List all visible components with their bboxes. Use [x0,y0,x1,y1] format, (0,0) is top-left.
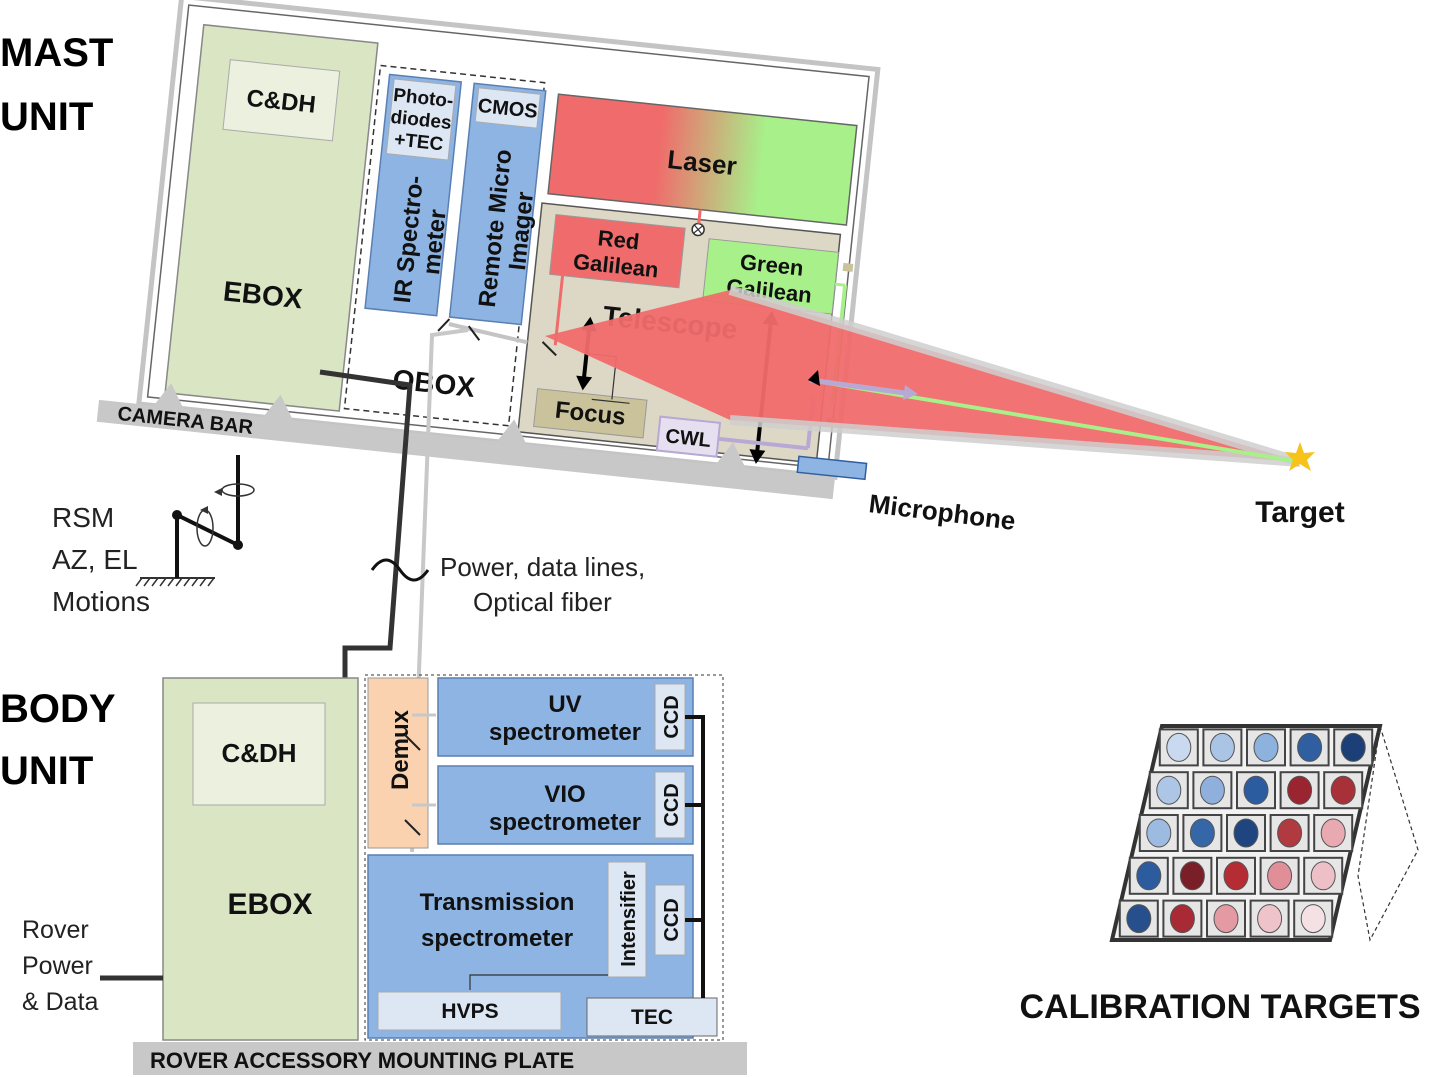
demux-box [367,677,429,849]
focus-box [533,388,648,439]
red-galilean [549,214,686,289]
vio-ccd-label: CCD [661,783,683,826]
calibration-target-disc [1169,904,1195,934]
demux-label: Demux [387,709,414,790]
calibration-target-disc [1253,732,1279,762]
tec-label: TEC [631,1006,673,1029]
cmos-box [474,87,541,129]
calibration-target-disc [1300,904,1326,934]
transmission-ccd-label: CCD [661,898,683,941]
spectrometer-enclosure [364,674,724,1041]
camera-bar [96,399,835,500]
calibration-target-disc [1287,775,1313,805]
vio-spectrometer [437,765,694,845]
calibration-target-disc [1126,904,1152,934]
calibration-target-disc [1136,861,1162,891]
calibration-target-disc [1243,775,1269,805]
rover-label-1: Rover [22,916,89,944]
body-cdh-box [192,702,326,806]
photodiodes-box [385,78,457,161]
calibration-target-disc [1340,732,1366,762]
body-cdh-label: C&DH [221,738,296,768]
remote-micro-imager [448,82,547,326]
target-star-icon [1285,442,1315,471]
mounting-plate-label: ROVER ACCESSORY MOUNTING PLATE [150,1048,574,1073]
vio-label-1: VIO [544,781,585,808]
calibration-target-disc [1320,818,1346,848]
red-galilean-label-1: Red [597,225,641,254]
uv-label-1: UV [548,691,581,718]
microphone-label: Microphone [867,488,1017,536]
rsm-label-2: AZ, EL [52,544,138,575]
laser-label: Laser [666,144,738,181]
mast-unit: C&DH EBOX OBOX Photo- diodes +TEC IR Spe… [96,0,881,500]
uv-ccd-label: CCD [661,695,683,738]
calibration-target-disc [1146,818,1172,848]
cable-label-2: Optical fiber [473,587,612,617]
transmission-label-1: Transmission [420,889,575,916]
intensifier-label: Intensifier [618,871,640,967]
calibration-target-disc [1267,861,1293,891]
calibration-target-disc [1277,818,1303,848]
mounting-plate [133,1042,747,1075]
target-label: Target [1255,496,1344,529]
calibration-target-disc [1233,818,1259,848]
calibration-target-disc [1297,732,1323,762]
rover-label-2: Power [22,952,93,980]
uv-spectrometer [437,677,694,757]
calibration-target-disc [1213,904,1239,934]
uv-ccd [654,683,686,751]
power-data-cable [319,369,413,678]
calibration-target-disc [1156,775,1182,805]
obox-boundary [343,64,546,427]
mast-unit-heading-2: UNIT [0,95,93,139]
calibration-target-disc [1209,732,1235,762]
laser [547,93,858,226]
hvps-box [377,991,562,1031]
vio-ccd [654,771,686,839]
tec-box [586,997,718,1037]
rsm-label-1: RSM [52,502,114,533]
calibration-target-disc [1330,775,1356,805]
uv-label-2: spectrometer [489,719,641,746]
rsm-label-3: Motions [52,586,150,617]
calibration-target-disc [1199,775,1225,805]
vio-label-2: spectrometer [489,809,641,836]
calibration-target-disc [1310,861,1336,891]
body-unit: C&DH EBOX Demux UV spectrometer CCD VIO … [100,674,747,1075]
mast-cdh-box [222,59,341,142]
intensifier [607,861,647,978]
body-unit-heading-2: UNIT [0,749,93,793]
microphone-icon [796,455,868,481]
mast-unit-heading-1: MAST [0,31,113,75]
transmission-ccd [654,884,686,956]
cwl-label: CWL [664,425,712,452]
body-ebox-label: EBOX [227,888,312,921]
calibration-target-disc [1179,861,1205,891]
body-unit-heading-1: BODY [0,687,116,731]
photodiodes-label-3: +TEC [393,129,444,155]
transmission-label-2: spectrometer [421,925,573,952]
calibration-target-disc [1223,861,1249,891]
calibration-target-disc [1257,904,1283,934]
calibration-targets-heading: CALIBRATION TARGETS [1019,988,1420,1026]
rover-label-3: & Data [22,988,99,1016]
calibration-targets [1109,724,1419,942]
calibration-target-disc [1166,732,1192,762]
hvps-label: HVPS [441,1000,498,1023]
rsm-mechanism [135,455,255,587]
calibration-target-disc [1189,818,1215,848]
cable-break-icon [370,558,430,582]
cable-label-1: Power, data lines, [440,552,645,582]
